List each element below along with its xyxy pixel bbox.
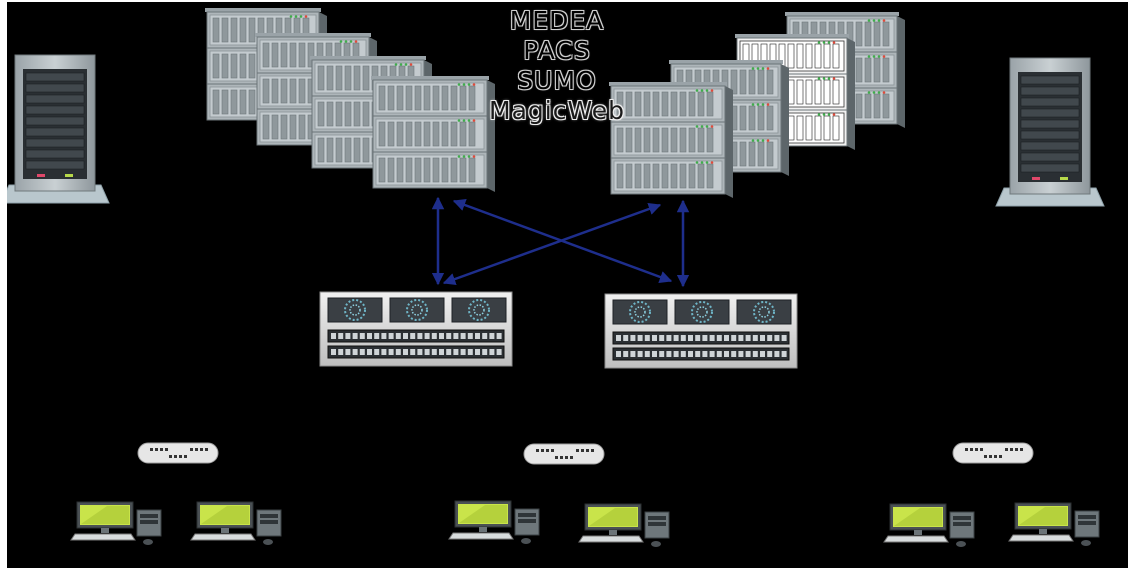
workstation-pc [883,503,975,547]
rack-server-unit [610,85,726,123]
tower-server [7,54,110,204]
network-diagram: MEDEA PACS SUMO MagicWeb [7,2,1128,568]
core-switch [604,293,798,369]
rack-server [609,82,733,198]
workstation-pc [190,501,282,545]
network-hub [952,442,1034,464]
label-pacs: PACS [523,36,591,65]
network-hub [523,443,605,465]
rack-server [371,76,495,192]
core-switch [319,291,513,367]
workstation-pc [578,503,670,547]
rack-server-unit [372,115,488,153]
label-magicweb: MagicWeb [489,96,625,125]
rack-server-unit [610,157,726,195]
label-medea: MEDEA [509,6,605,35]
label-sumo: SUMO [517,66,597,95]
link-arrow [442,202,662,286]
workstation-pc [70,501,162,545]
rack-server-unit [372,151,488,189]
rack-server-unit [372,79,488,117]
workstation-pc [448,500,540,544]
rack-server-unit [610,121,726,159]
tower-server [995,57,1105,207]
system-labels: MEDEA PACS SUMO MagicWeb [427,6,687,126]
network-hub [137,442,219,464]
workstation-pc [1008,502,1100,546]
diagram-canvas [7,8,1105,547]
